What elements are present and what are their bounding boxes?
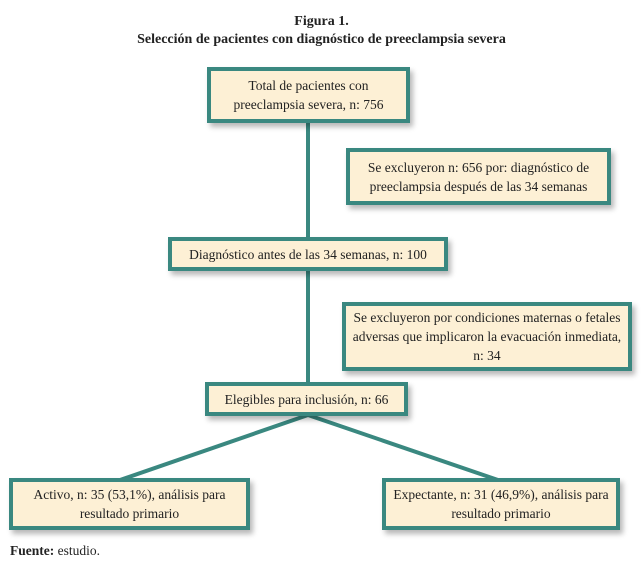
figure-title: Selección de pacientes con diagnóstico d… xyxy=(137,32,506,47)
connector-eligible-to-active xyxy=(119,413,309,482)
node-active-group: Activo, n: 35 (53,1%), análisis para res… xyxy=(9,478,250,530)
node-diagnosis-before-34-weeks-text: Diagnóstico antes de las 34 semanas, n: … xyxy=(189,246,427,262)
node-eligible-text: Elegibles para inclusión, n: 66 xyxy=(224,391,389,407)
node-expectant-group-text: Expectante, n: 31 (46,9%), análisis para… xyxy=(393,487,609,521)
source-text: estudio. xyxy=(54,543,100,558)
node-exclusion-after-34-weeks-text: Se excluyeron n: 656 por: diagnóstico de… xyxy=(367,159,590,194)
node-exclusion-adverse-conditions: Se excluyeron por condiciones maternas o… xyxy=(342,302,632,371)
node-expectant-group: Expectante, n: 31 (46,9%), análisis para… xyxy=(382,478,620,530)
node-total-patients-text: Total de pacientes con preeclampsia seve… xyxy=(233,78,384,112)
connector-eligible-to-expectant xyxy=(307,413,499,482)
node-eligible: Elegibles para inclusión, n: 66 xyxy=(205,382,408,416)
node-diagnosis-before-34-weeks: Diagnóstico antes de las 34 semanas, n: … xyxy=(168,237,448,271)
node-active-group-text: Activo, n: 35 (53,1%), análisis para res… xyxy=(33,487,226,521)
node-total-patients: Total de pacientes con preeclampsia seve… xyxy=(207,67,410,123)
source-label: Fuente: xyxy=(10,543,55,558)
figure-label: Figura 1. xyxy=(294,14,349,29)
source-note: Fuente: estudio. xyxy=(10,543,100,559)
node-exclusion-adverse-conditions-text: Se excluyeron por condiciones maternas o… xyxy=(352,310,622,363)
node-exclusion-after-34-weeks: Se excluyeron n: 656 por: diagnóstico de… xyxy=(346,148,611,205)
